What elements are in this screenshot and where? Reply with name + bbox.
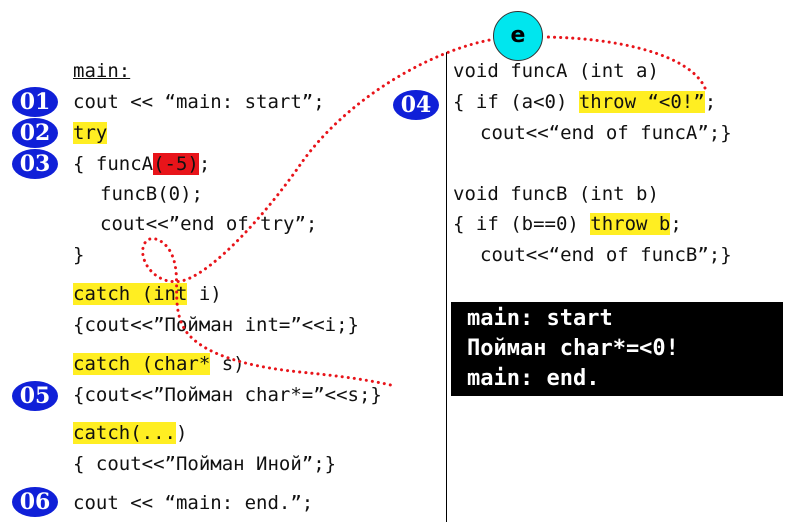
catch-char-header: catch (char* s): [73, 351, 245, 377]
node-star-mark: *: [498, 0, 505, 6]
main-line-end: cout << “main: end.”;: [73, 492, 314, 514]
console-output: main: start Пойман char*=<0! main: end.: [451, 302, 783, 396]
main-line-start: cout << “main: start”;: [73, 91, 325, 113]
catch-char-body: {cout<<”Пойман char*=”<<s;}: [73, 384, 382, 406]
funcA-throw-end: ;: [704, 91, 717, 113]
try-close-brace: }: [73, 244, 85, 266]
funcB-call-line: funcB(0);: [100, 183, 203, 205]
catch-int-param: i): [187, 283, 222, 305]
funcB-throw-end: ;: [670, 213, 682, 235]
catch-all-header: catch(...): [73, 420, 187, 446]
funcB-condition: { if (b==0): [453, 213, 591, 235]
try-keyword: try: [73, 120, 108, 146]
funcA-call-end: ;: [198, 153, 211, 175]
funcA-call-line: { funcA(-5);: [73, 151, 210, 177]
catch-all-body: { cout<<”Пойман Иной”;}: [73, 453, 337, 475]
exception-path-to-node: [543, 35, 707, 90]
step-badge-02: 02: [12, 118, 58, 148]
funcB-throw: throw b: [590, 213, 671, 235]
catch-all-keyword: catch(...: [73, 422, 176, 444]
funcB-signature: void funcB (int b): [453, 183, 659, 205]
console-line-3: main: end.: [467, 366, 600, 391]
funcA-throw: throw “<0!”: [578, 91, 705, 113]
catch-all-param: ): [175, 422, 188, 444]
step-badge-06: 06: [12, 487, 58, 517]
main-label: main:: [73, 60, 131, 82]
catch-char-keyword: catch (char*: [73, 353, 211, 375]
funcA-call-arg: (-5): [153, 153, 199, 175]
try-highlight: try: [73, 122, 108, 144]
funcB-throw-line: { if (b==0) throw b;: [453, 211, 682, 237]
step-badge-04: 04: [393, 90, 439, 120]
funcA-signature: void funcA (int a): [453, 60, 659, 82]
exception-path-from-node: [141, 37, 497, 388]
step-badge-03: 03: [12, 149, 58, 179]
funcA-call-text: { funcA: [73, 153, 154, 175]
step-badge-05: 05: [12, 381, 58, 411]
end-of-try-line: cout<<”end of try”;: [100, 213, 318, 235]
console-line-1: main: start: [467, 306, 613, 331]
funcB-end-line: cout<<“end of funcB”;}: [480, 244, 732, 266]
funcA-throw-line: { if (a<0) throw “<0!”;: [453, 89, 716, 115]
console-line-2: Пойман char*=<0!: [467, 336, 679, 361]
catch-int-body: {cout<<”Пойман int=”<<i;}: [73, 314, 359, 336]
column-divider: [446, 52, 447, 522]
step-badge-01: 01: [12, 87, 58, 117]
funcA-condition: { if (a<0): [453, 91, 579, 113]
funcA-end-line: cout<<“end of funcA”;}: [480, 122, 732, 144]
exception-node: e: [493, 11, 543, 61]
